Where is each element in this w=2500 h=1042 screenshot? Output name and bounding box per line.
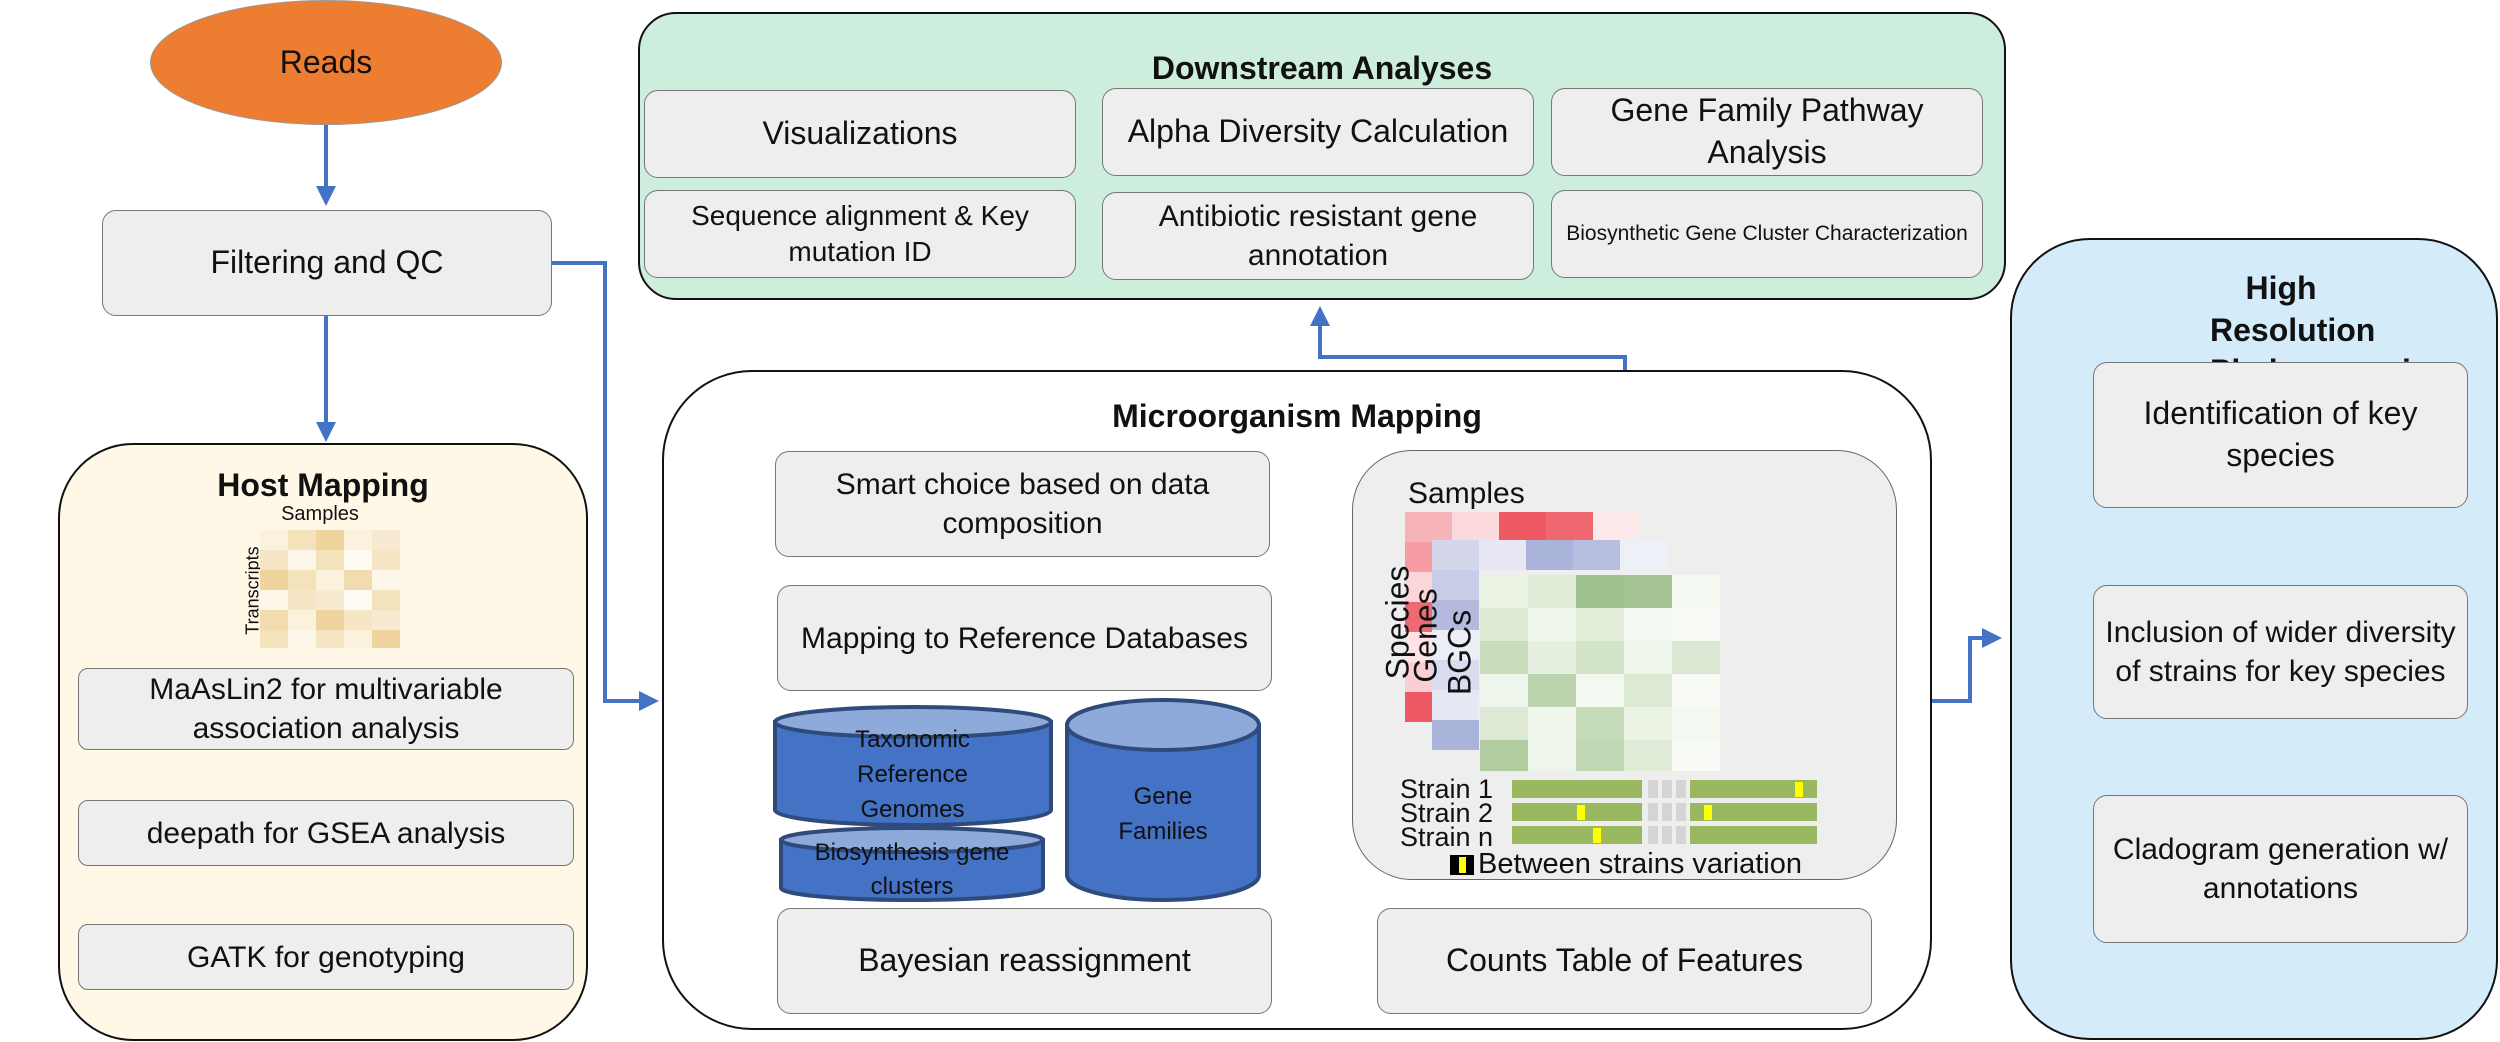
arrow-filtering-to-micro: [550, 261, 659, 711]
strain-2-label: Strain 2: [1400, 798, 1494, 828]
antibiotic-resistance-label: Antibiotic resistant gene annotation: [1158, 200, 1478, 272]
reads-node: Reads: [150, 0, 502, 125]
reads-label: Reads: [279, 44, 373, 80]
deepath-label: deepath for GSEA analysis: [146, 816, 506, 850]
filtering-qc-label: Filtering and QC: [210, 244, 444, 281]
key-species-label: Identification of key species: [2143, 395, 2418, 473]
deepath-box: deepath for GSEA analysis: [78, 800, 574, 866]
wider-diversity-label: Inclusion of wider diversity of strains …: [2105, 616, 2456, 688]
matrix-bgcs-label: BGCs: [1441, 609, 1478, 696]
smart-choice-label: Smart choice based on data composition: [835, 468, 1210, 540]
sequence-alignment-box: Sequence alignment & Key mutation ID: [644, 190, 1076, 278]
matrix-samples-label: Samples: [1408, 477, 1525, 510]
filtering-qc-box: Filtering and QC: [102, 210, 552, 316]
matrix-genes-label: Genes: [1407, 588, 1444, 683]
alpha-diversity-box: Alpha Diversity Calculation: [1102, 88, 1534, 176]
cladogram-label: Cladogram generation w/ annotations: [2112, 833, 2449, 905]
strain-n-label: Strain n: [1400, 822, 1494, 852]
bayesian-reassignment-box: Bayesian reassignment: [777, 908, 1272, 1014]
bgc-characterization-label: Biosynthetic Gene Cluster Characterizati…: [1566, 222, 1968, 246]
bgcs-heatmap-layer: [1480, 575, 1720, 771]
gatk-box: GATK for genotyping: [78, 924, 574, 990]
smart-choice-box: Smart choice based on data composition: [775, 451, 1270, 557]
micro-mapping-title: Microorganism Mapping: [1112, 398, 1482, 434]
counts-table-label: Counts Table of Features: [1446, 942, 1803, 979]
strain-bars: [1512, 780, 1817, 844]
bayesian-reassignment-label: Bayesian reassignment: [858, 942, 1191, 979]
maaslin2-label: MaAsLin2 for multivariable association a…: [149, 673, 503, 745]
antibiotic-resistance-box: Antibiotic resistant gene annotation: [1102, 192, 1534, 280]
mapping-reference-label: Mapping to Reference Databases: [801, 621, 1248, 655]
strain-1-label: Strain 1: [1400, 774, 1494, 804]
host-heatmap: Samples Transcripts: [225, 500, 415, 650]
cladogram-box: Cladogram generation w/ annotations: [2093, 795, 2468, 943]
biosynthesis-db-cylinder: [779, 826, 1045, 902]
alpha-diversity-label: Alpha Diversity Calculation: [1127, 113, 1509, 150]
taxonomic-db-cylinder: [773, 705, 1053, 827]
gatk-label: GATK for genotyping: [187, 940, 465, 974]
maaslin2-box: MaAsLin2 for multivariable association a…: [78, 668, 574, 750]
variation-legend-icon: [1450, 855, 1474, 875]
arrow-micro-to-phylo: [1932, 628, 2002, 703]
host-heatmap-grid: [260, 530, 400, 648]
between-strains-variation-label: Between strains variation: [1478, 848, 1802, 880]
biosynthesis-db-label: Biosynthesis gene clusters: [814, 839, 1010, 900]
gene-family-pathway-box: Gene Family Pathway Analysis: [1551, 88, 1983, 176]
visualizations-label: Visualizations: [762, 115, 958, 152]
bgc-characterization-box: Biosynthetic Gene Cluster Characterizati…: [1551, 190, 1983, 278]
host-heatmap-samples-label: Samples: [281, 503, 359, 525]
taxonomic-db-label: Taxonomic Reference Genomes: [855, 726, 970, 823]
downstream-title: Downstream Analyses: [1151, 50, 1493, 86]
wider-diversity-box: Inclusion of wider diversity of strains …: [2093, 585, 2468, 719]
sequence-alignment-label: Sequence alignment & Key mutation ID: [691, 199, 1029, 267]
genes-heatmap-layer: [1432, 540, 1667, 750]
gene-families-db-cylinder: [1065, 698, 1261, 902]
key-species-box: Identification of key species: [2093, 362, 2468, 508]
host-mapping-title: Host Mapping: [217, 467, 429, 503]
visualizations-box: Visualizations: [644, 90, 1076, 178]
gene-family-pathway-label: Gene Family Pathway Analysis: [1610, 92, 1924, 170]
counts-table-box: Counts Table of Features: [1377, 908, 1872, 1014]
mapping-reference-box: Mapping to Reference Databases: [777, 585, 1272, 691]
gene-families-db-label: Gene Families: [1118, 783, 1208, 845]
